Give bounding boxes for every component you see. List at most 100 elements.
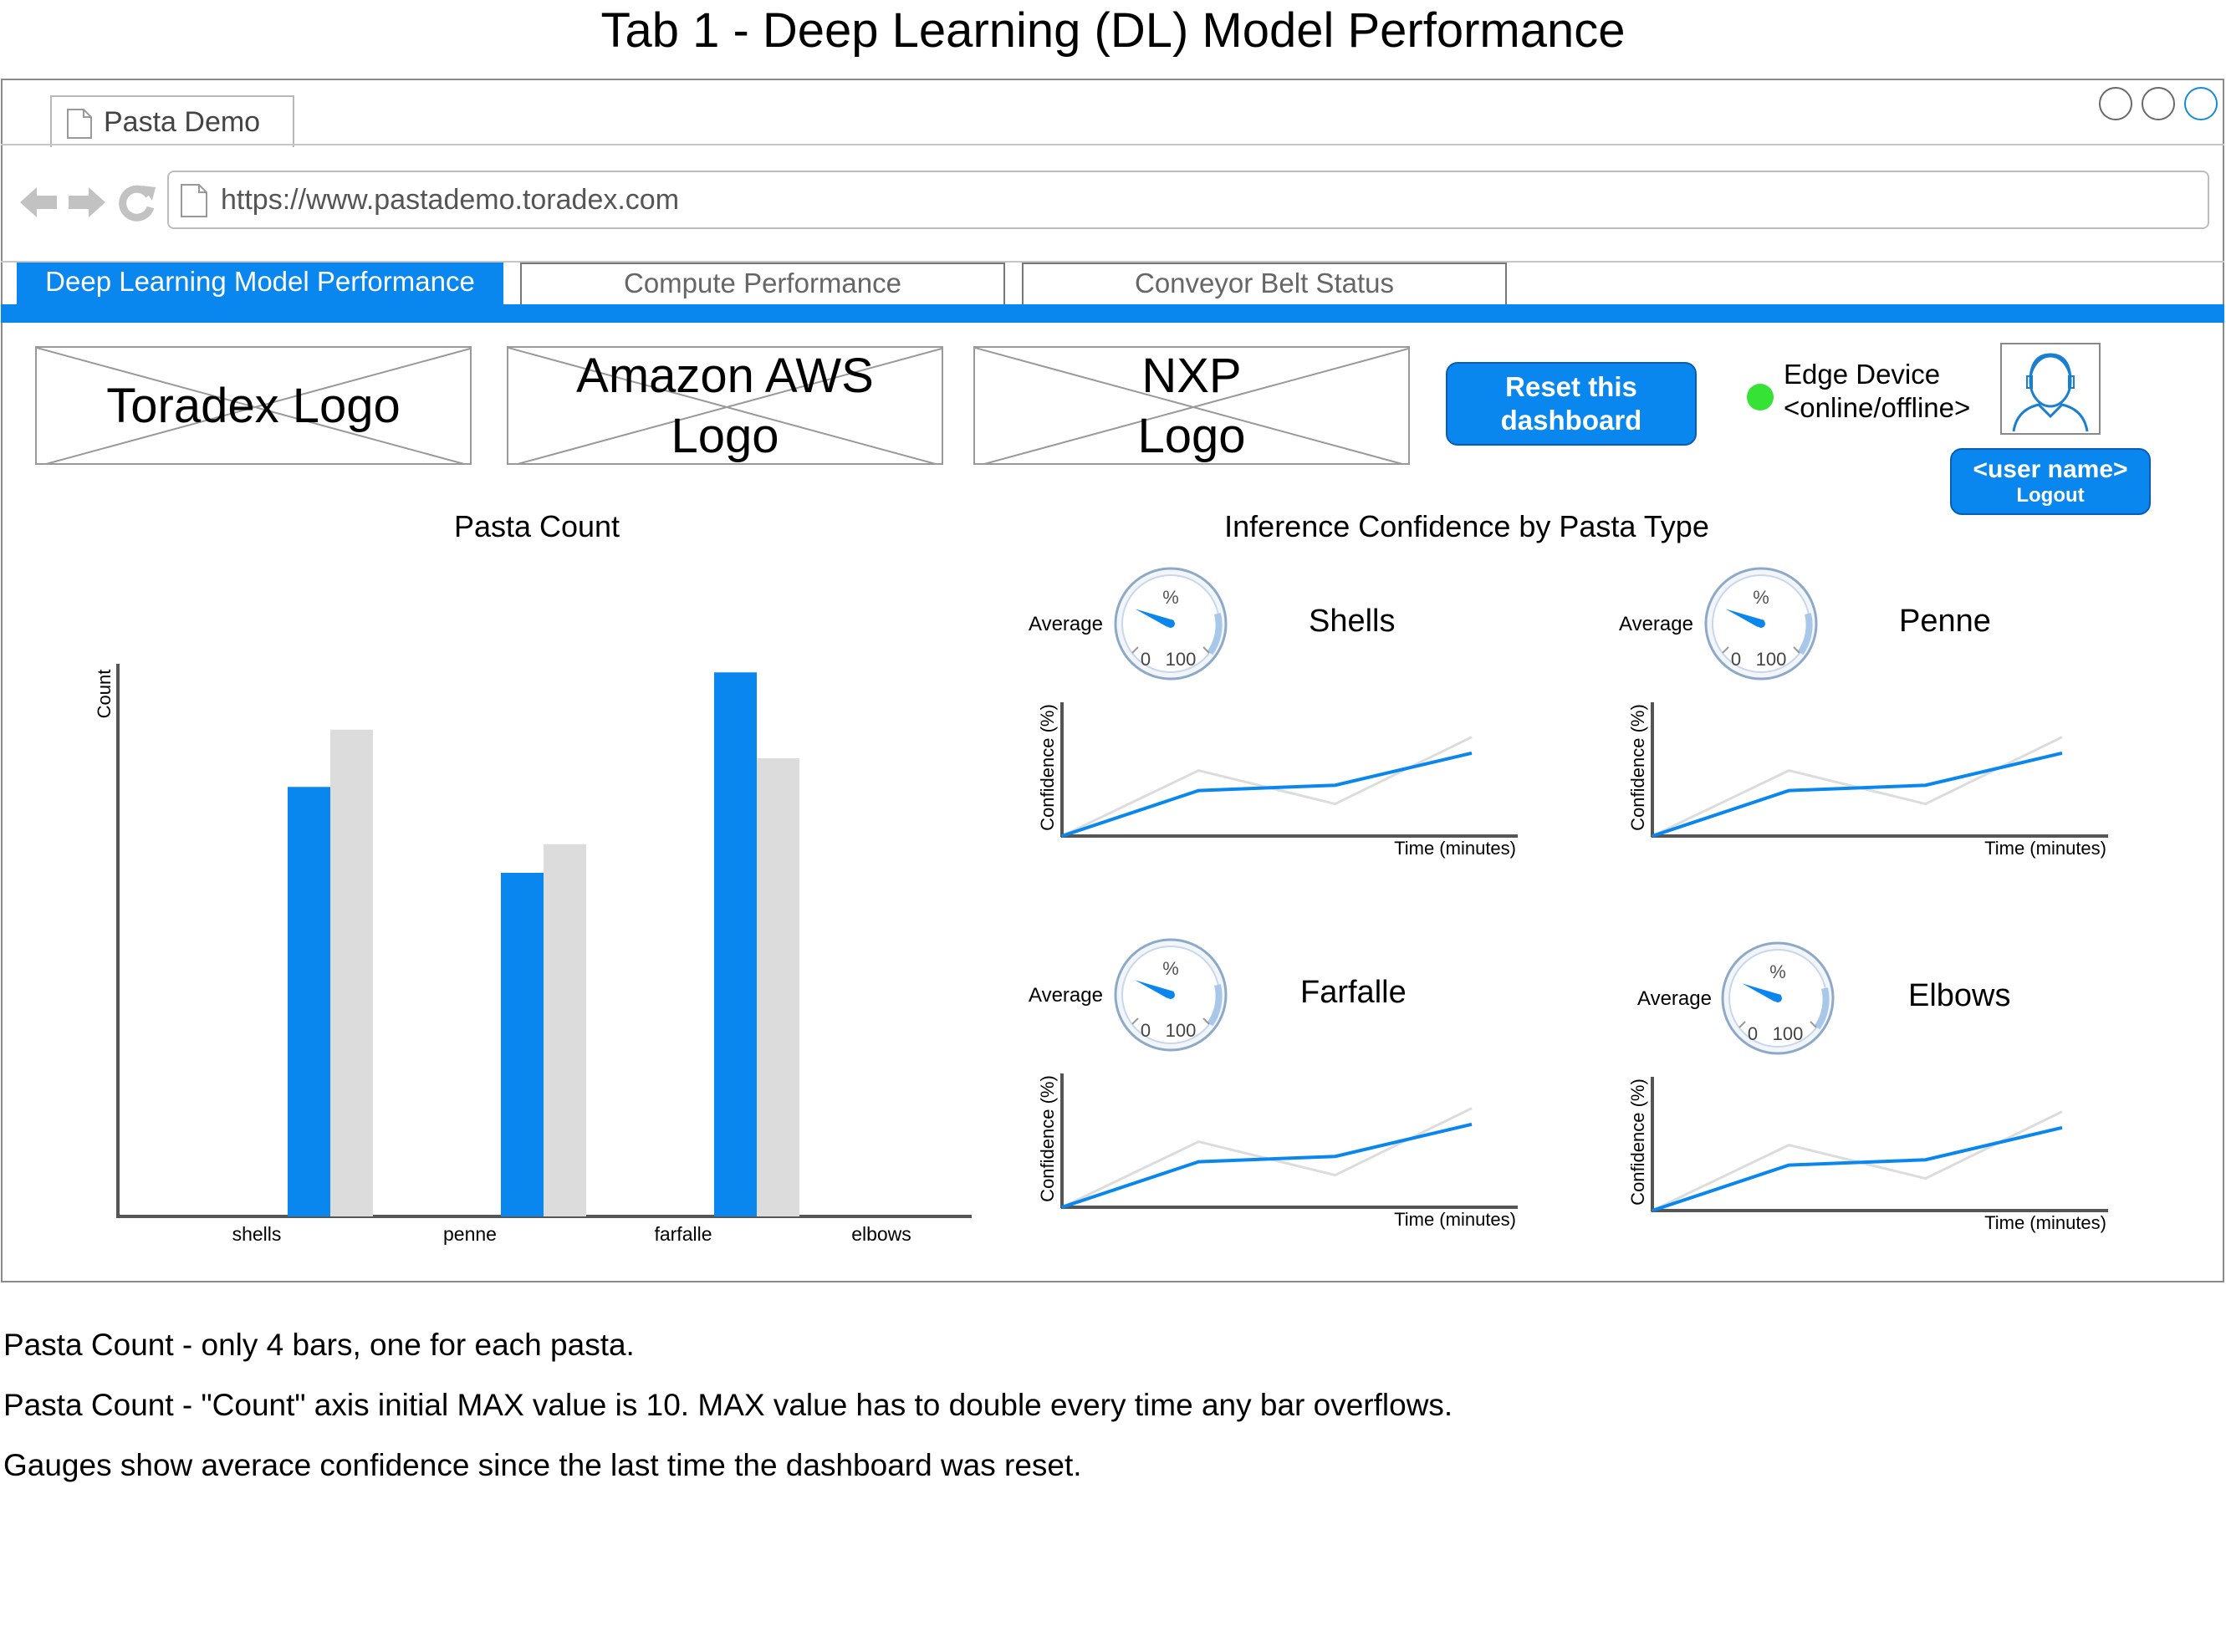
gauge-min: 0 <box>1141 1020 1151 1041</box>
gauge-average-label: Average <box>1029 613 1103 635</box>
toradex-logo-placeholder: Toradex Logo <box>35 346 472 465</box>
page-title: Tab 1 - Deep Learning (DL) Model Perform… <box>600 3 1626 58</box>
document-icon <box>67 109 92 139</box>
tab-compute-performance[interactable]: Compute Performance <box>520 263 1005 304</box>
gauge-max: 100 <box>1773 1023 1804 1044</box>
gauge-average-label: Average <box>1619 613 1693 635</box>
gauge-min: 0 <box>1141 649 1151 670</box>
tab-content-bar <box>1 304 2224 323</box>
tab-conveyor-belt-status[interactable]: Conveyor Belt Status <box>1022 263 1507 304</box>
refresh-icon[interactable] <box>117 182 157 222</box>
placeholder-cross-icon <box>37 348 470 463</box>
pasta-count-bar-shells-series-2 <box>330 729 373 1216</box>
note-1: Pasta Count - only 4 bars, one for each … <box>3 1328 635 1362</box>
status-indicator-icon <box>1747 384 1774 410</box>
avatar[interactable] <box>2000 343 2101 435</box>
tab-deep-learning-model-performance[interactable]: Deep Learning Model Performance <box>17 263 503 304</box>
confidence-y-axis-label: Confidence (%) <box>1037 704 1058 831</box>
gauge-average-label: Average <box>1637 987 1712 1010</box>
tab-strip-divider <box>1 144 2224 145</box>
confidence-line-chart: Confidence (%) Time (minutes) <box>1627 702 2108 859</box>
nxp-logo-text-line1: NXP <box>1141 349 1242 403</box>
window-control-icon[interactable] <box>2099 87 2132 120</box>
nxp-logo-placeholder: NXP Logo <box>973 346 1410 465</box>
pasta-count-bar-farfalle-series-2 <box>757 758 799 1216</box>
gauge-pasta-name: Farfalle <box>1300 975 1407 1010</box>
gauge-max: 100 <box>1166 649 1197 670</box>
confidence-x-axis-label: Time (minutes) <box>1394 1209 1516 1230</box>
placeholder-cross-icon <box>975 348 1408 463</box>
confidence-series-1 <box>1061 751 1473 838</box>
gauge-unit: % <box>1162 587 1179 608</box>
confidence-line-chart: Confidence (%) Time (minutes) <box>1627 1077 2108 1233</box>
pasta-count-bar-penne-series-2 <box>544 844 586 1216</box>
pasta-count-tick-elbows: elbows <box>851 1223 911 1245</box>
edge-device-label: Edge Device <box>1784 359 1941 390</box>
pasta-count-bar-penne-series-1 <box>501 873 544 1216</box>
gauge-pasta-name: Elbows <box>1908 978 2011 1013</box>
confidence-series-1 <box>1061 1122 1473 1209</box>
pasta-count-bar-farfalle-series-1 <box>714 672 757 1216</box>
note-2: Pasta Count - "Count" axis initial MAX v… <box>3 1388 1453 1422</box>
pasta-count-chart: Count shells penne farfalle elbows <box>94 664 972 1245</box>
confidence-y-axis-label: Confidence (%) <box>1627 1078 1648 1206</box>
confidence-y-axis-label: Confidence (%) <box>1627 704 1648 831</box>
window-control-icon[interactable] <box>2184 87 2218 120</box>
back-arrow-icon[interactable] <box>18 184 59 221</box>
user-avatar-icon <box>2012 353 2089 432</box>
forward-arrow-icon[interactable] <box>67 184 107 221</box>
gauge-pasta-name: Penne <box>1899 604 1991 639</box>
pasta-count-y-axis-label: Count <box>94 670 115 719</box>
browser-tab-label: Pasta Demo <box>104 106 261 138</box>
aws-logo-text-line1: Amazon AWS <box>576 349 874 403</box>
confidence-line-chart: Confidence (%) Time (minutes) <box>1037 702 1518 859</box>
url-bar[interactable]: https://www.pastademo.toradex.com <box>167 171 2209 229</box>
nav-divider <box>1 261 2224 263</box>
confidence-series-1 <box>1652 1125 2063 1212</box>
gauge-icon: % 0 100 <box>1721 941 1835 1055</box>
aws-logo-placeholder: Amazon AWS Logo <box>507 346 943 465</box>
pasta-count-tick-farfalle: farfalle <box>654 1223 712 1245</box>
gauge-unit: % <box>1753 587 1769 608</box>
confidence-x-axis-label: Time (minutes) <box>1394 838 1516 859</box>
toradex-logo-text: Toradex Logo <box>106 379 401 433</box>
pasta-count-bar-shells-series-1 <box>288 787 330 1216</box>
confidence-y-axis-label: Confidence (%) <box>1037 1075 1058 1202</box>
gauge-max: 100 <box>1756 649 1787 670</box>
pasta-count-tick-shells: shells <box>232 1223 282 1245</box>
url-text: https://www.pastademo.toradex.com <box>221 184 680 216</box>
reset-dashboard-button[interactable]: Reset this dashboard <box>1446 362 1697 446</box>
window-control-icon[interactable] <box>2142 87 2175 120</box>
gauge-pasta-name: Shells <box>1309 604 1396 639</box>
inference-confidence-title: Inference Confidence by Pasta Type <box>1224 509 1709 543</box>
gauge-icon: % 0 100 <box>1114 938 1228 1052</box>
user-name: <user name> <box>1973 456 2128 483</box>
aws-logo-text-line2: Logo <box>671 409 779 463</box>
edge-device-status: Edge Device <online/offline> <box>1784 358 1970 425</box>
reset-button-line2: dashboard <box>1500 405 1642 436</box>
gauge-unit: % <box>1162 958 1179 979</box>
user-logout-button[interactable]: <user name> Logout <box>1950 448 2151 515</box>
gauge-max: 100 <box>1166 1020 1197 1041</box>
note-3: Gauges show averace confidence since the… <box>3 1448 1082 1482</box>
confidence-x-axis-label: Time (minutes) <box>1984 1212 2106 1233</box>
gauge-average-label: Average <box>1029 984 1103 1007</box>
browser-tab[interactable]: Pasta Demo <box>50 95 294 147</box>
gauge-icon: % 0 100 <box>1114 567 1228 681</box>
confidence-line-chart: Confidence (%) Time (minutes) <box>1037 1073 1518 1230</box>
nxp-logo-text-line2: Logo <box>1137 409 1246 463</box>
placeholder-cross-icon <box>508 348 942 463</box>
gauge-min: 0 <box>1748 1023 1758 1044</box>
confidence-x-axis-label: Time (minutes) <box>1984 838 2106 859</box>
gauge-unit: % <box>1769 961 1786 982</box>
edge-device-state: <online/offline> <box>1784 392 1971 423</box>
document-icon <box>181 184 207 217</box>
reset-button-line1: Reset this <box>1505 371 1637 402</box>
pasta-count-title: Pasta Count <box>453 509 620 543</box>
pasta-count-tick-penne: penne <box>443 1223 497 1245</box>
